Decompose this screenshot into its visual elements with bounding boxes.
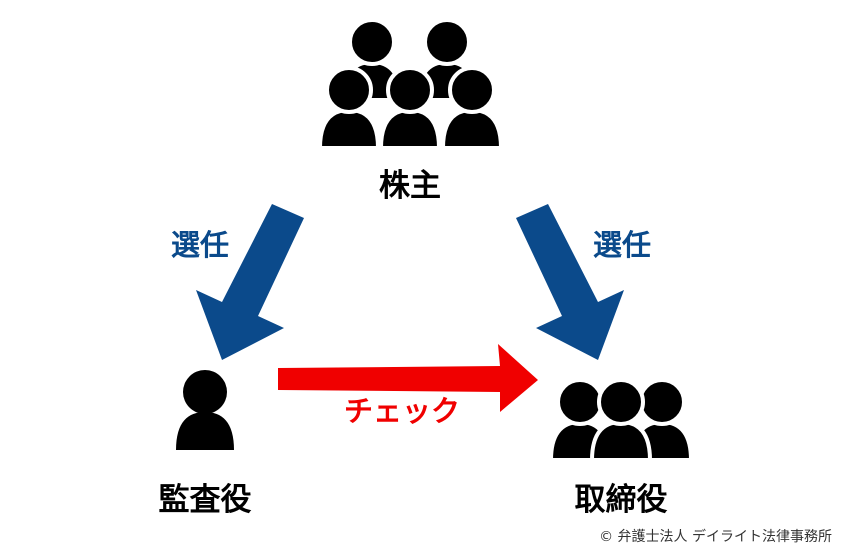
appoint-label-right: 選任 [592, 228, 652, 262]
appoint-arrow-right [516, 204, 624, 360]
shareholders-icon [318, 18, 503, 150]
appoint-label-left: 選任 [170, 228, 230, 262]
check-label: チェック [343, 394, 461, 428]
auditor-label: 監査役 [158, 482, 252, 518]
shareholders-label: 株主 [379, 168, 441, 204]
check-arrow [278, 344, 538, 412]
directors-label: 取締役 [574, 482, 668, 518]
auditor-icon [176, 370, 234, 450]
directors-icon [549, 378, 693, 462]
appoint-arrow-left [196, 204, 304, 360]
copyright-text: © 弁護士法人 デイライト法律事務所 [599, 529, 832, 545]
